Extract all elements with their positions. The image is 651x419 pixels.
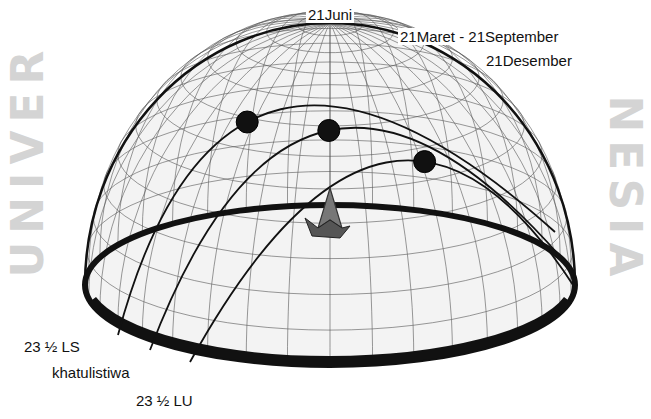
sun-paths <box>118 105 575 362</box>
base-ring <box>85 205 575 365</box>
mesh-meridian <box>208 14 331 216</box>
sun-path <box>190 160 575 362</box>
mesh-meridian <box>118 23 330 325</box>
mesh-meridian <box>89 23 330 299</box>
mesh-meridian <box>330 11 331 205</box>
mesh-meridian <box>208 23 331 354</box>
sun <box>414 151 436 173</box>
date-label: 21Juni <box>306 6 354 23</box>
sun <box>236 111 258 133</box>
mesh-meridian <box>246 13 330 210</box>
mesh-meridian <box>288 12 331 207</box>
mesh-meridian <box>142 23 330 336</box>
date-label: 21Maret - 21September <box>398 28 560 45</box>
mesh-meridian <box>330 23 453 354</box>
latitude-label: khatulistiwa <box>50 364 132 381</box>
watermark: NESIA <box>600 96 648 285</box>
mesh-meridian <box>330 18 518 234</box>
base-band <box>92 300 568 361</box>
mesh-meridian <box>330 16 488 224</box>
mesh-meridian <box>89 23 330 271</box>
mesh-meridian <box>173 16 331 224</box>
dome-mesh <box>85 11 575 365</box>
mesh-meridian <box>173 23 331 346</box>
north-arrow <box>305 188 350 238</box>
mesh-meridian <box>100 22 330 258</box>
mesh-meridian <box>330 23 373 364</box>
mesh-meridian <box>330 23 518 336</box>
latitude-label: 23 ½ LS <box>22 338 82 355</box>
mesh-meridian <box>330 23 488 346</box>
sun-path <box>118 105 555 335</box>
date-label: 21Desember <box>484 52 574 69</box>
sun <box>318 120 340 142</box>
sun-path <box>150 128 565 350</box>
dome-outline <box>85 23 575 285</box>
latitude-label: 23 ½ LU <box>134 392 195 409</box>
mesh-meridian <box>246 23 330 360</box>
mesh-meridian <box>288 23 331 364</box>
watermark: UNIVER <box>4 43 52 278</box>
